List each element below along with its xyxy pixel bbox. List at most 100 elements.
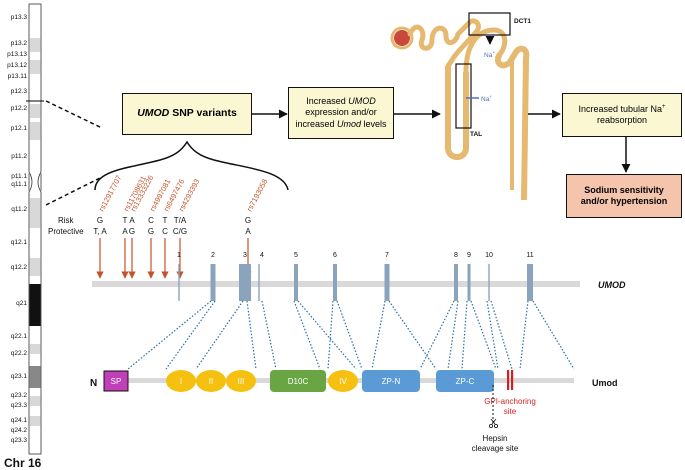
band-label: q11.2	[11, 206, 27, 213]
band-labels: p13.3p13.2p13.13p13.12p13.11p12.3p12.2p1…	[7, 14, 27, 444]
risk-allele: T	[163, 216, 168, 225]
mapping-line	[419, 300, 455, 370]
band-label: q12.1	[11, 239, 28, 246]
band-label: p13.2	[11, 40, 28, 47]
risk-row-label: Risk	[58, 216, 75, 225]
band-label: q11.1	[11, 181, 27, 188]
mapping-line	[371, 300, 386, 370]
mapping-line	[447, 300, 459, 370]
tal-label: TAL	[470, 131, 482, 138]
protective-allele: T, A	[93, 227, 107, 236]
chromosome-ideogram	[26, 3, 44, 455]
band-label: p12.3	[11, 88, 28, 95]
centromere-outline	[28, 171, 42, 193]
protein-domain	[226, 370, 256, 392]
loop-of-henle	[445, 66, 469, 160]
mapping-line	[490, 300, 513, 370]
band-label: q24.1	[11, 417, 28, 424]
risk-allele: G	[245, 216, 251, 225]
band-label: p13.3	[11, 14, 28, 21]
reabsorption-superscript: +	[662, 103, 666, 110]
n-terminus-label: N	[90, 378, 97, 389]
band-gray	[29, 198, 41, 228]
expression-line3-end: levels	[361, 118, 387, 129]
outcome-line1: Sodium sensitivity	[584, 184, 664, 195]
mapping-line	[470, 300, 497, 370]
bowman-capsule	[390, 26, 414, 50]
protein-domain	[196, 370, 226, 392]
mapping-line	[388, 300, 437, 370]
protein-domain-label: II	[209, 377, 213, 386]
exon-number: 1	[177, 252, 181, 259]
expression-box: Increased UMOD expression and/or increas…	[288, 87, 394, 139]
band-gray	[29, 396, 41, 406]
mapping-line	[293, 300, 321, 370]
exon-number: 11	[526, 252, 533, 259]
band-label: q23.1	[11, 373, 28, 380]
gpi-anchor-bar	[507, 370, 510, 390]
band-label: p11.2	[11, 153, 27, 160]
protein-domain	[362, 370, 420, 392]
risk-allele: C	[148, 216, 154, 225]
protein-domain-label: ZP-N	[382, 377, 401, 386]
protective-allele: G	[148, 227, 154, 236]
band-gray	[29, 38, 41, 52]
protein-domain-label: SP	[111, 377, 122, 386]
band-gray	[29, 122, 41, 140]
distal-tubule	[463, 27, 508, 73]
band-label: p13.12	[7, 62, 27, 69]
gpi-anchor-bar	[511, 370, 514, 390]
protein-domain-label: I	[180, 377, 182, 386]
mapping-line	[486, 300, 499, 370]
protein-name: Umod	[592, 378, 618, 388]
collecting-duct	[494, 45, 530, 201]
outcome-line2: and/or hypertension	[580, 196, 668, 206]
protective-row-label: Protective	[48, 227, 84, 236]
band-label: p12.2	[11, 105, 28, 112]
exon-number: 5	[294, 252, 298, 259]
snp-id: rs12917707	[97, 174, 124, 213]
expression-line2: expression and/or	[305, 107, 377, 118]
nephron-illustration: DCT1 TAL Na+ Na+	[390, 12, 531, 201]
exon	[384, 264, 390, 301]
band-label: p11.1	[11, 173, 27, 180]
zoom-line-top	[45, 100, 103, 129]
snp-variants-gene: UMOD	[137, 107, 170, 120]
band-gray	[29, 416, 41, 426]
band-gray	[29, 60, 41, 74]
band-label: q21	[16, 300, 27, 307]
mapping-line	[127, 300, 212, 370]
gpi-label-line1: GPI-anchoring	[484, 397, 536, 406]
mapping-line	[461, 300, 468, 370]
snp-id: rs7193058	[245, 177, 270, 213]
proximal-tubule	[407, 18, 481, 69]
exon-number: 2	[211, 252, 215, 259]
band-label: q23.3	[11, 402, 28, 409]
glomerulus	[394, 30, 410, 46]
snp-variants-text: SNP variants	[169, 107, 237, 120]
risk-allele: T	[123, 216, 128, 225]
na-label-tal: Na+	[481, 94, 492, 103]
scissors-icon	[488, 418, 498, 428]
protein-domain-label: IV	[339, 377, 347, 386]
reabsorption-line1: Increased tubular Na	[578, 103, 663, 114]
exon-number: 7	[385, 252, 389, 259]
protein-domain-label: D10C	[288, 377, 309, 386]
expression-line1-gene: UMOD	[348, 96, 376, 107]
mapping-line	[336, 300, 363, 370]
snp-variants-box: UMOD SNP variants	[122, 93, 252, 135]
mapping-line	[532, 300, 575, 370]
protein-domain	[270, 370, 326, 392]
chromosome-label: Chr 16	[4, 456, 42, 470]
band-label: q24.2	[11, 427, 28, 434]
band-gray	[29, 104, 41, 118]
protective-allele: C/G	[173, 227, 187, 236]
risk-allele: T/A	[174, 216, 187, 225]
exon-number: 6	[333, 252, 337, 259]
dct1-label: DCT1	[514, 18, 531, 25]
expression-line3-protein: Umod	[337, 118, 362, 129]
exon	[294, 264, 298, 301]
band-label: p12.1	[11, 125, 28, 132]
